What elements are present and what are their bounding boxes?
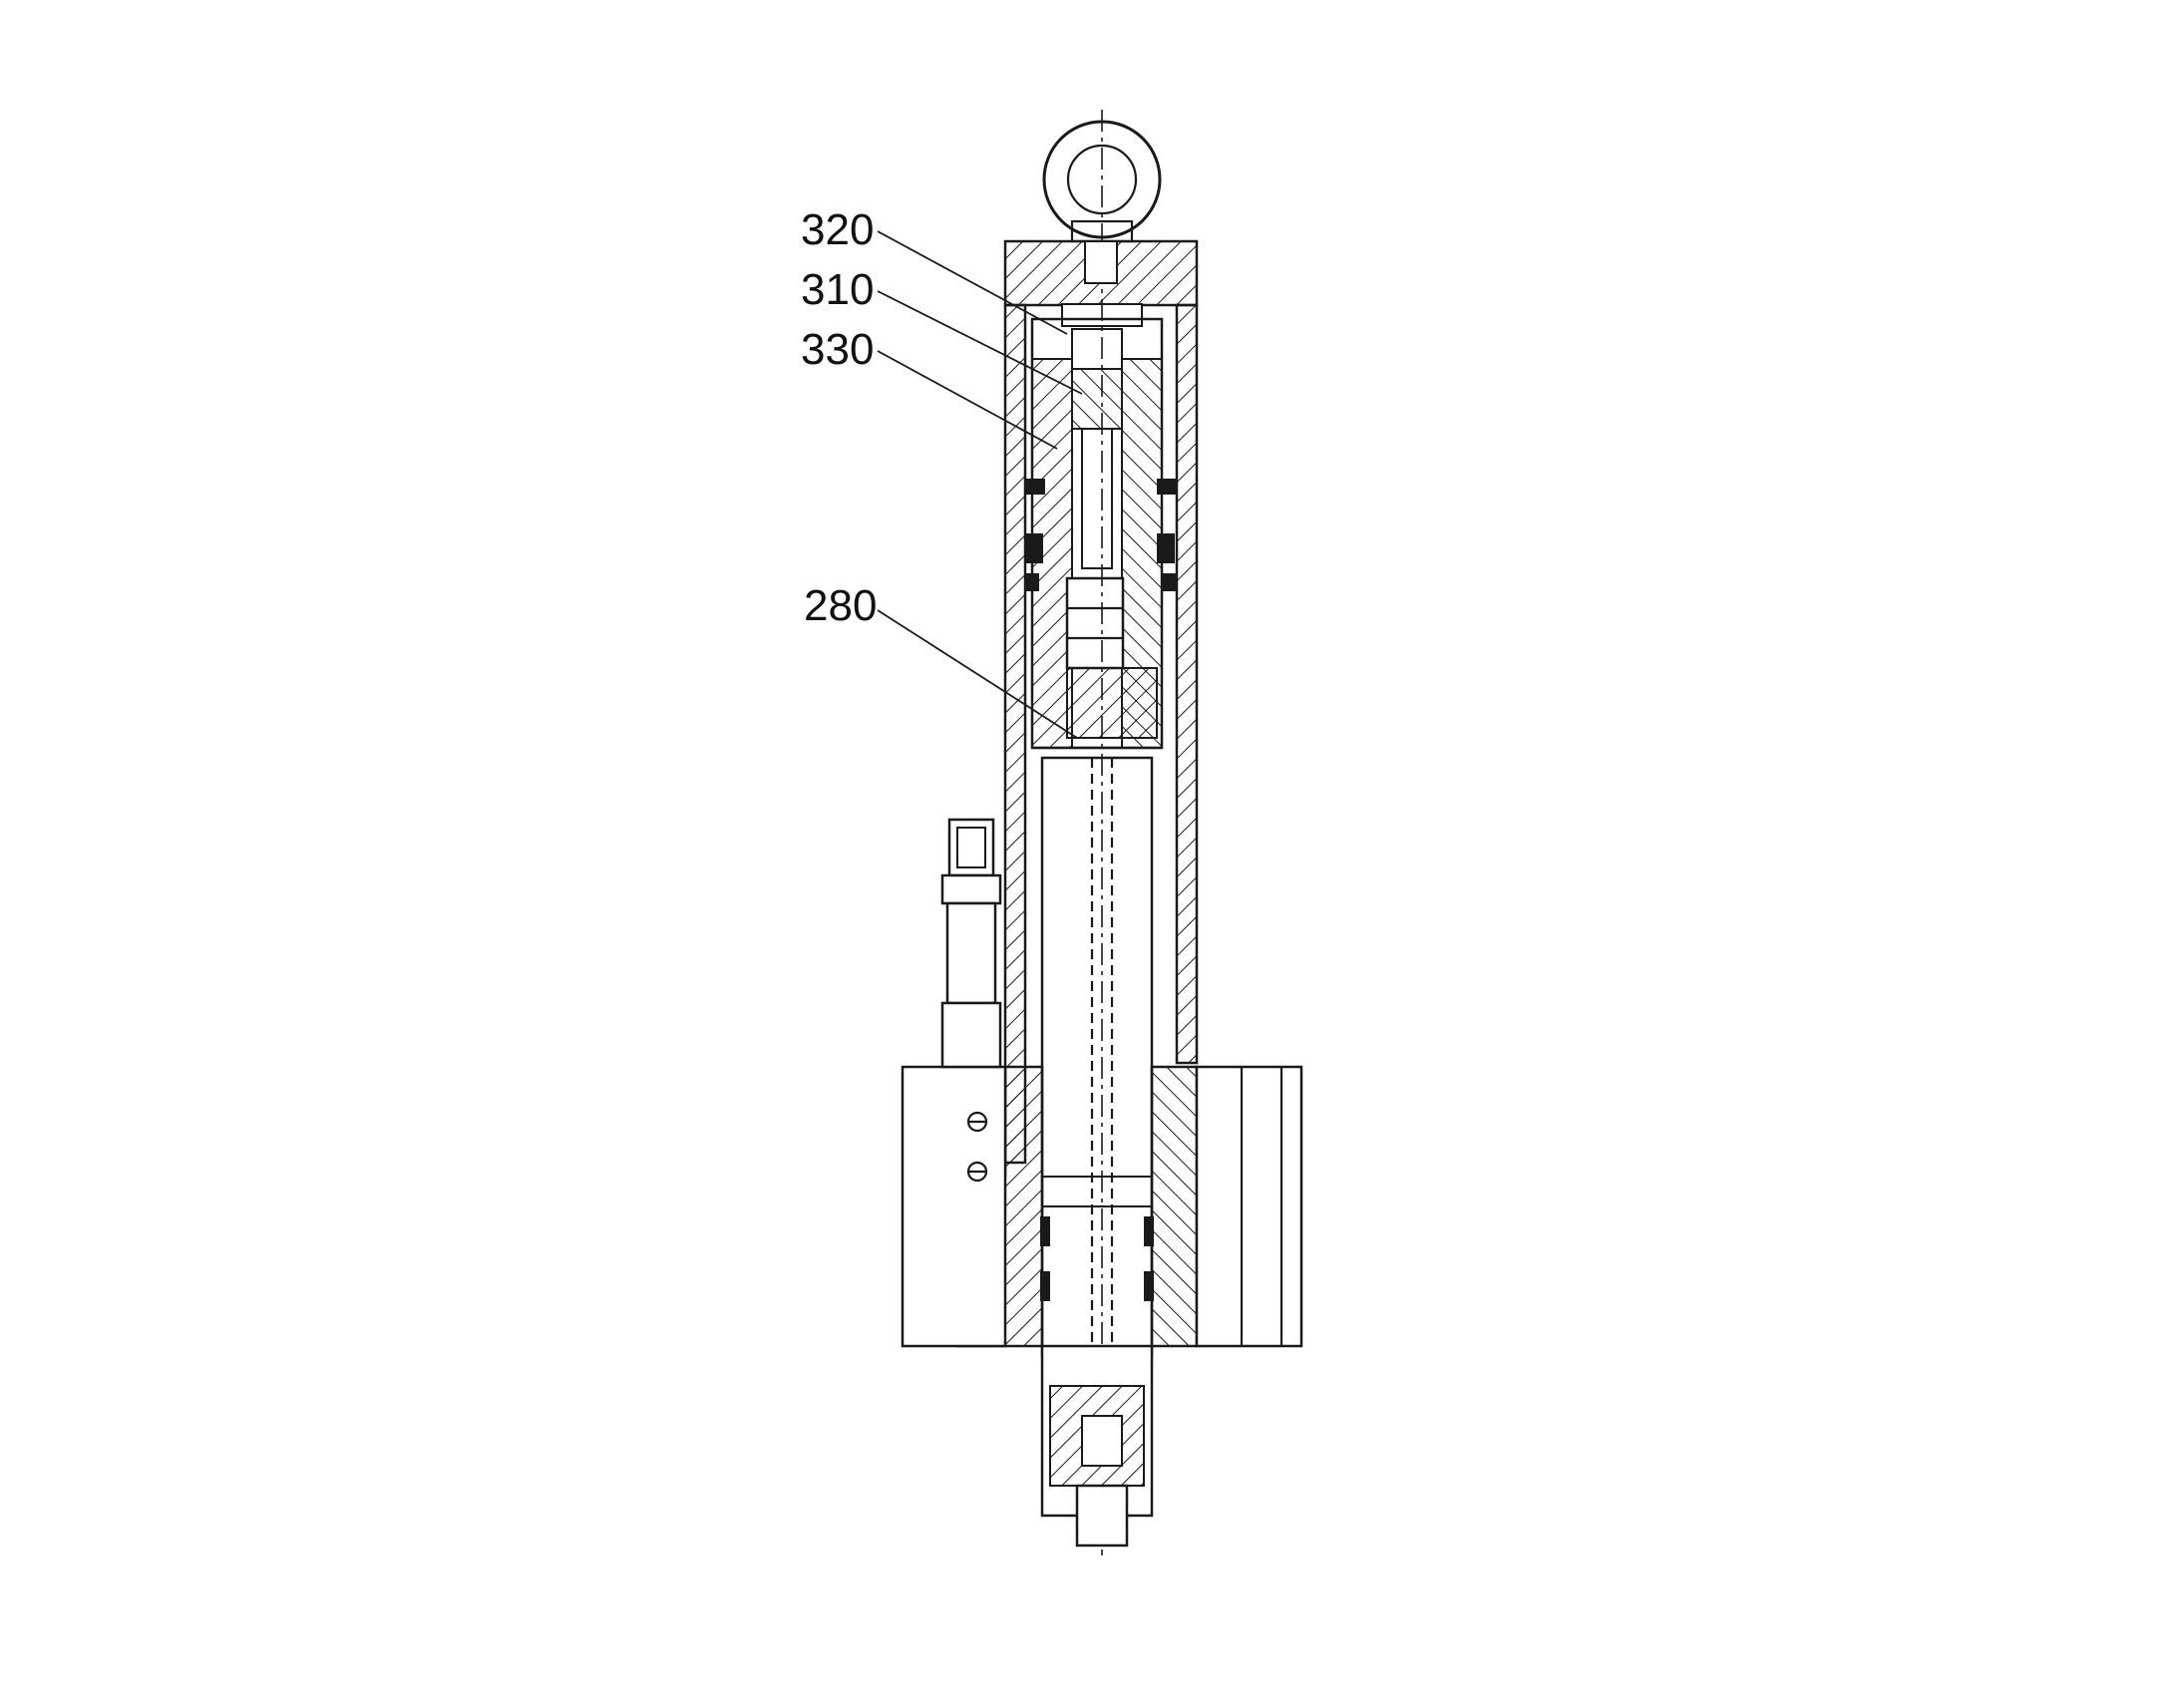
piston-rod: [1040, 299, 1154, 1555]
leader-320: [877, 230, 1068, 335]
cylinder-outer-tube: [1003, 303, 1199, 1165]
leader-lines: [877, 230, 1083, 739]
leader-310: [877, 290, 1083, 395]
rod-end: [1040, 1344, 1154, 1547]
valve-block: [901, 1065, 1007, 1348]
label-320: 320: [801, 205, 874, 254]
cylinder-top-cap: [1003, 239, 1199, 327]
pressure-sensor: [940, 818, 1002, 1069]
label-310: 310: [801, 265, 874, 314]
mounting-flange: [1195, 1065, 1303, 1348]
piston-valve-assembly: [1025, 317, 1177, 750]
leader-330: [877, 350, 1058, 450]
label-330: 330: [801, 325, 874, 374]
leader-280: [877, 609, 1078, 739]
lifting-eye: [1042, 110, 1162, 299]
label-280: 280: [804, 581, 877, 630]
